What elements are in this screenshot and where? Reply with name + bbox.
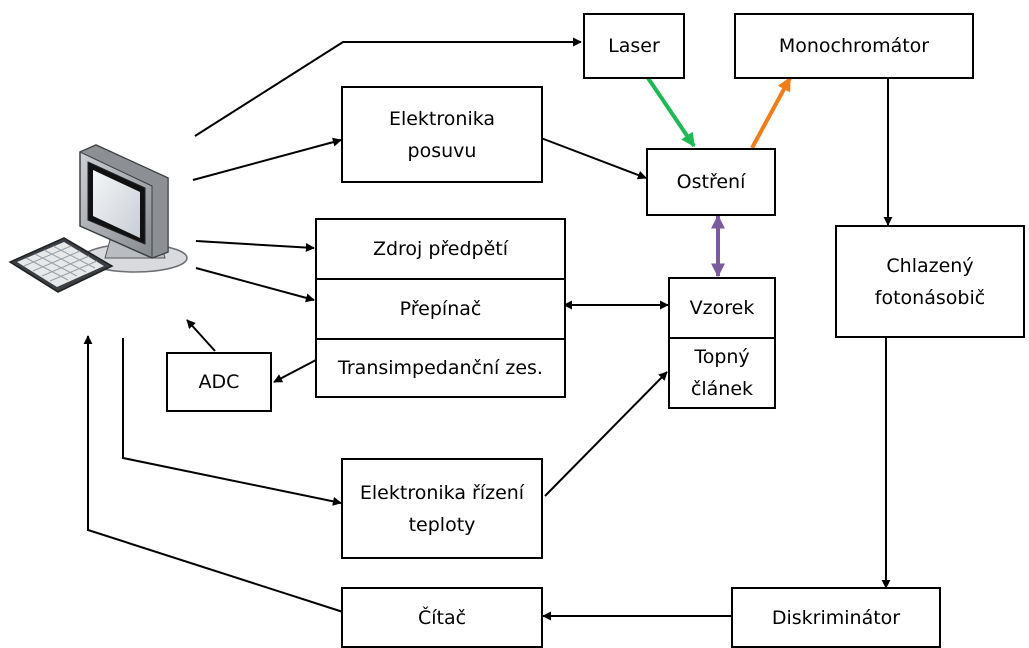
zdroj-predpeti-label: Zdroj předpětí (372, 238, 509, 260)
vzorek-block: Vzorek (668, 277, 776, 339)
laser-block: Laser (583, 13, 685, 79)
transimpedancni-label: Transimpedanční zes. (338, 357, 543, 379)
elektronika-posuvu-label: Elektronika posuvu (388, 107, 496, 162)
topny-clanek-block: Topný článek (668, 337, 776, 409)
emission-arrow (750, 76, 792, 149)
prepinac-block: Přepínač (315, 278, 566, 340)
diskriminator-label: Diskriminátor (771, 606, 901, 629)
arrow-computer-prepinac (195, 267, 315, 303)
ostreni-block: Ostření (646, 148, 776, 216)
monochromator-block: Monochromátor (734, 13, 974, 79)
topny-clanek-label: Topný článek (690, 346, 754, 400)
arrow-adc-computer (186, 319, 216, 352)
adc-label: ADC (198, 371, 240, 393)
computer-workstation-icon (8, 144, 188, 293)
diskriminator-block: Diskriminátor (731, 587, 941, 648)
monochromator-label: Monochromátor (778, 35, 930, 57)
zdroj-predpeti-block: Zdroj předpětí (315, 218, 566, 280)
arrow-computer-posuv (192, 137, 342, 181)
ostreni-label: Ostření (676, 171, 746, 193)
arrow-posuv-ostreni (540, 137, 647, 180)
citac-block: Čítač (341, 587, 543, 648)
arrow-zes-adc (273, 359, 317, 383)
adc-block: ADC (166, 352, 272, 412)
chlazeny-fotonasobic-block: Chlazený fotonásobič (835, 225, 1025, 338)
chlazeny-fotonasobic-label: Chlazený fotonásobič (874, 254, 986, 309)
arrow-teplota-clanek (544, 371, 668, 497)
elektronika-rizeni-teploty-block: Elektronika řízení teploty (341, 458, 543, 559)
arrow-computer-zdroj (195, 240, 315, 253)
citac-label: Čítač (417, 606, 467, 629)
elektronika-posuvu-block: Elektronika posuvu (341, 86, 543, 183)
arrow-citac-computer (83, 335, 344, 613)
laser-label: Laser (608, 35, 660, 57)
arrow-computer-laser (194, 37, 582, 137)
vzorek-label: Vzorek (689, 297, 755, 319)
prepinac-label: Přepínač (399, 298, 482, 320)
elektronika-rizeni-teploty-label: Elektronika řízení teploty (359, 481, 525, 536)
laser-beam-arrow (646, 76, 696, 148)
arrow-computer-teplota (122, 338, 342, 506)
transimpedancni-zesilovac-block: Transimpedanční zes. (315, 338, 566, 398)
